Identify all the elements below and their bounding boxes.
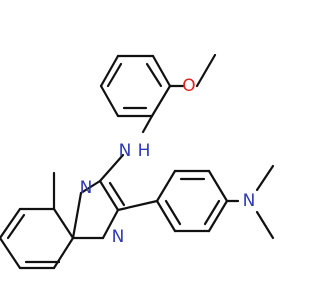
bond-c6-c5-double (6, 213, 26, 240)
bond-oxygen-methyl (195, 53, 217, 88)
bond-c3-c2-double (108, 181, 126, 207)
bond-a6-a1 (99, 84, 120, 118)
dimethylamino-nitrogen-label: N (243, 191, 256, 211)
bond-n-methyl-up (255, 164, 275, 192)
bond-n4-c3 (79, 179, 102, 195)
bond-b6-b1 (155, 199, 177, 233)
bond-n-methyl-down (255, 210, 275, 240)
bond-c8a-c8 (52, 236, 75, 270)
bond-c8a-n4 (71, 191, 83, 240)
bond-a4-a5 (150, 84, 172, 118)
bond-aryl-nh (141, 114, 154, 134)
bond-b4-b5-double (203, 199, 221, 226)
amine-nitrogen-label: N (119, 141, 132, 161)
bond-nh-imidazo (98, 153, 125, 183)
bond-a3-a4-double (145, 62, 163, 88)
molecule-svg: N H O N N N (0, 53, 275, 270)
bond-core-aryl (116, 199, 159, 212)
bond-b4-b5 (207, 199, 229, 233)
methoxy-oxygen-label: O (182, 76, 195, 96)
molecule-canvas: N H O N N N (0, 53, 275, 270)
ring-nitrogen-label: N (80, 178, 93, 198)
bond-c3-c2 (98, 179, 120, 212)
bond-a1-a2 (99, 54, 120, 88)
bond-b1-b2 (155, 169, 177, 203)
amine-hydrogen-label: H (138, 141, 151, 161)
bond-c4a-c8a (52, 207, 75, 240)
bond-c6-c5 (0, 207, 22, 240)
bond-c7-c6 (0, 236, 22, 270)
bond-a1-a2-double (106, 62, 123, 88)
bond-b3-b4 (207, 169, 229, 203)
bond-layer (0, 53, 275, 270)
atom-label-layer: N H O N N N (80, 76, 256, 247)
bond-c2-n1 (101, 208, 120, 240)
imidazole-nitrogen-label: N (112, 227, 125, 247)
bond-a3-a4 (151, 54, 172, 88)
bond-b6-b1-double (164, 199, 182, 226)
